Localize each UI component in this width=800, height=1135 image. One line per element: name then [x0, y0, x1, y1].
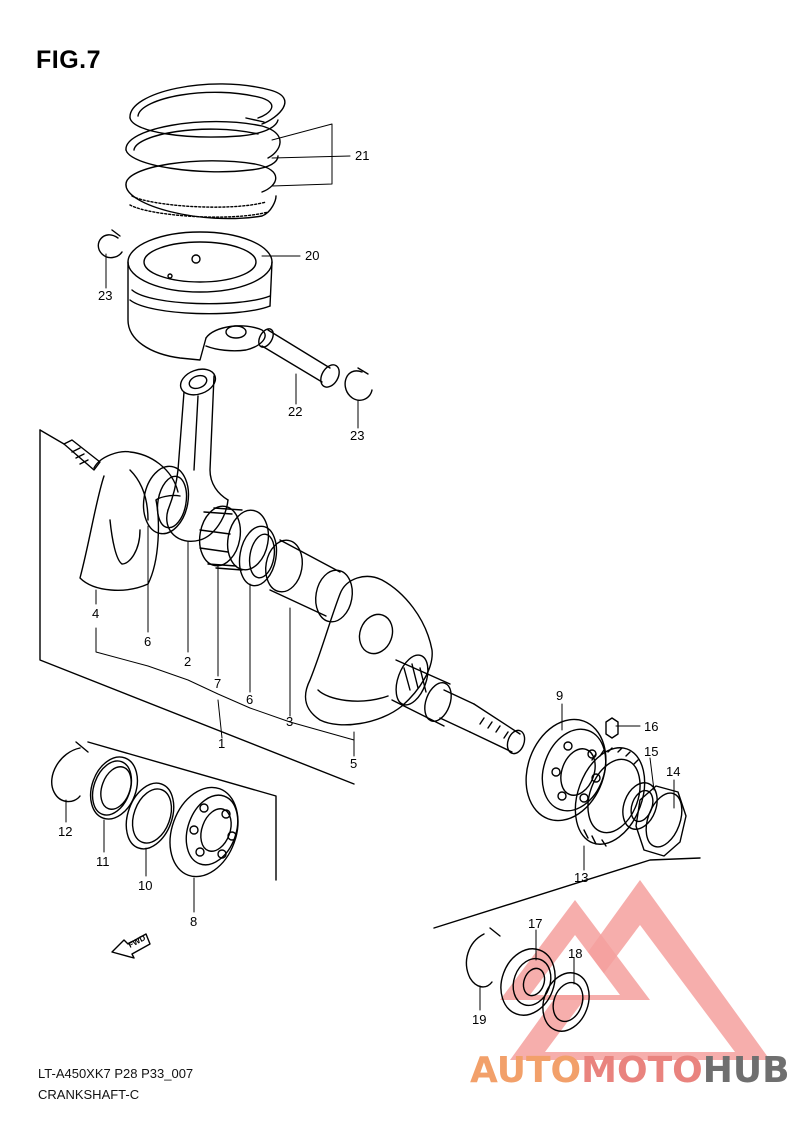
right-crankshaft: [391, 654, 526, 755]
callout-18: 18: [568, 946, 582, 961]
callout-23-left: 23: [98, 288, 112, 303]
forward-direction-arrow: FWD: [111, 933, 151, 959]
callout-2: 2: [184, 654, 191, 669]
bearing-9: [525, 718, 607, 822]
circlip-12: [51, 741, 89, 803]
watermark-logo: [500, 880, 770, 1060]
group-outline-left-bearing: [87, 741, 277, 881]
watermark-part-2: MOTO: [581, 1050, 703, 1091]
callout-8: 8: [190, 914, 197, 929]
crank-pin: [265, 539, 353, 623]
oil-seal-18: [542, 972, 590, 1032]
callout-15: 15: [644, 744, 658, 759]
callout-9: 9: [556, 688, 563, 703]
left-crank-web: [63, 439, 181, 591]
callout-22: 22: [288, 404, 302, 419]
piston-pin: [258, 328, 340, 388]
key-16: [605, 717, 619, 739]
callout-4: 4: [92, 606, 99, 621]
watermark-part-1: AUTO: [470, 1050, 582, 1091]
spacer-10: [125, 782, 175, 850]
callout-7: 7: [214, 676, 221, 691]
connecting-rod: [166, 368, 229, 542]
callout-5: 5: [350, 756, 357, 771]
oil-seal-11: [89, 756, 139, 820]
callout-13: 13: [574, 870, 588, 885]
primary-gear-13: [574, 747, 646, 847]
callout-21: 21: [355, 148, 369, 163]
circlip-19: [465, 927, 501, 988]
diagram-code: LT-A450XK7 P28 P33_007: [38, 1066, 194, 1081]
right-crank-web: [304, 575, 433, 726]
ball-bearing-8: [169, 786, 239, 878]
callout-3: 3: [286, 714, 293, 729]
callout-23-right: 23: [350, 428, 364, 443]
watermark-text: AUTOMOTOHUB: [470, 1050, 790, 1091]
figure-title: FIG.7: [36, 46, 102, 74]
callout-11: 11: [96, 854, 110, 869]
callout-20: 20: [305, 248, 319, 263]
callout-labels: 21 20 23 22 23 4 6 2 7 6 1 3 5 12 11 10 …: [58, 148, 680, 1027]
callout-16: 16: [644, 719, 658, 734]
group-outline-right-bearing: [433, 857, 701, 929]
callout-6-right: 6: [246, 692, 253, 707]
thrust-washer-right: [238, 525, 278, 587]
callout-1: 1: [218, 736, 225, 751]
circlip-upper-right: [344, 367, 373, 401]
callout-19: 19: [472, 1012, 486, 1027]
callout-6-left: 6: [144, 634, 151, 649]
watermark-part-3: HUB: [702, 1050, 790, 1091]
thrust-washer-left: [142, 465, 190, 535]
callout-14: 14: [666, 764, 680, 779]
nut-14: [635, 785, 687, 857]
callout-17: 17: [528, 916, 542, 931]
needle-bearing: [198, 505, 270, 571]
diagram-name: CRANKSHAFT-C: [38, 1087, 140, 1102]
callout-10: 10: [138, 878, 152, 893]
callout-leaders: [65, 123, 675, 1011]
circlip-upper-left: [97, 229, 123, 259]
callout-12: 12: [58, 824, 72, 839]
group-outline-crank: [39, 429, 355, 785]
piston-rings: [125, 83, 286, 220]
piston: [127, 231, 273, 361]
